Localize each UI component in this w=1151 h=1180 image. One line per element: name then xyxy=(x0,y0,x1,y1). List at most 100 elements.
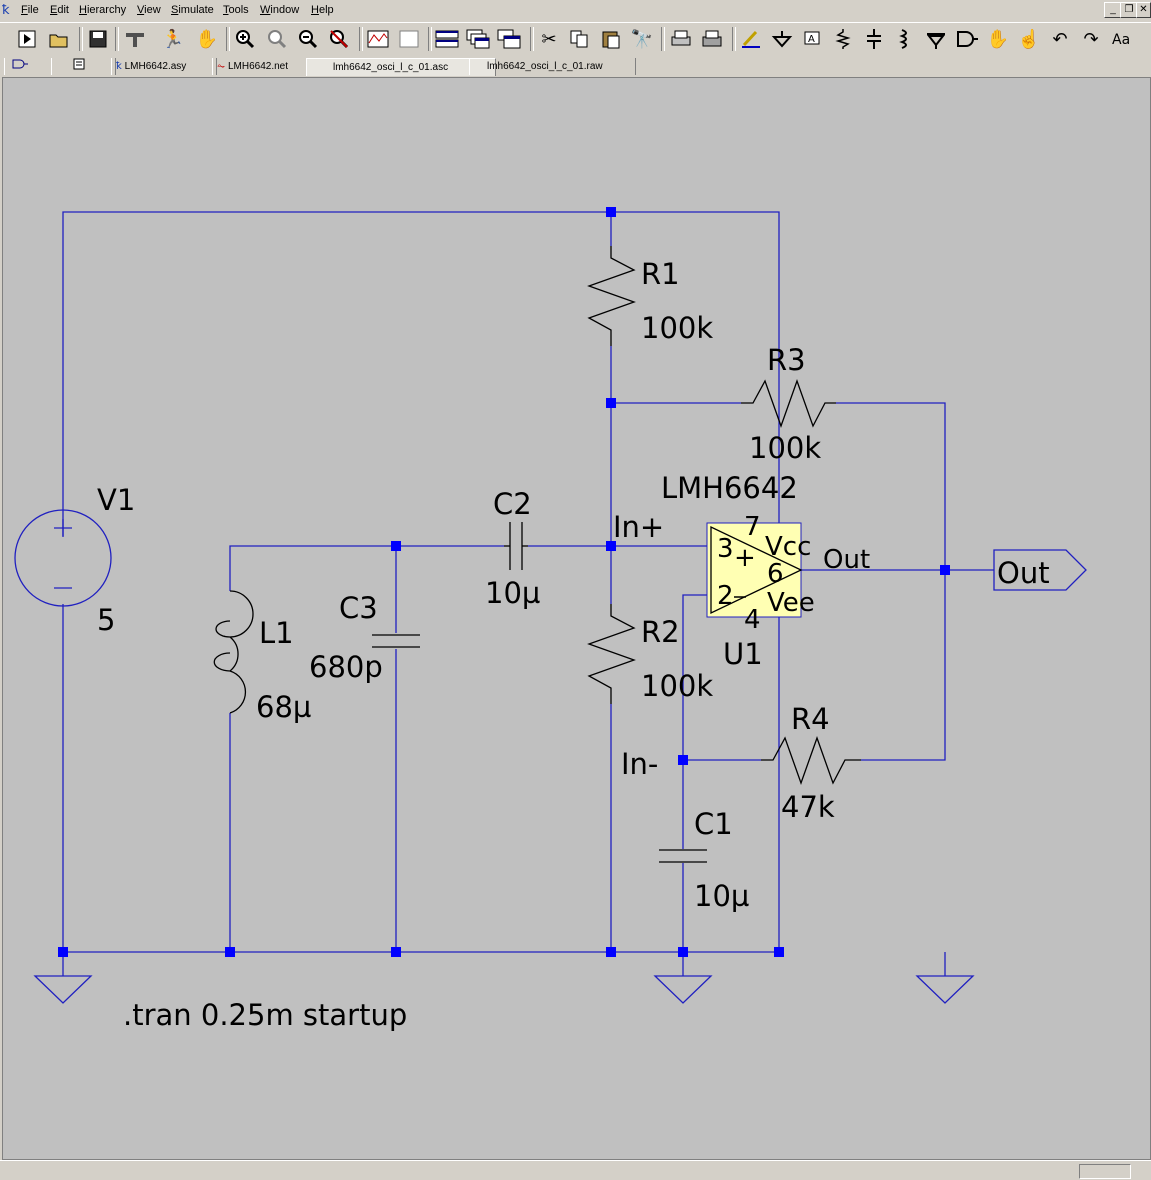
menu-view[interactable]: View xyxy=(137,4,161,16)
net-icon xyxy=(12,59,28,69)
tab-netlist[interactable]: ⏦ LMH6642.net xyxy=(212,58,314,75)
tab-raw[interactable]: lmh6642_osci_l_c_01.raw xyxy=(469,58,636,75)
menu-help[interactable]: Help xyxy=(311,4,334,16)
net-label-in-minus: In- xyxy=(621,747,658,781)
open-icon[interactable] xyxy=(46,26,72,52)
save-icon[interactable] xyxy=(85,26,111,52)
svg-text:Aa: Aa xyxy=(1112,32,1130,48)
zoom-fit-icon[interactable] xyxy=(326,26,352,52)
v1-name: V1 xyxy=(97,483,135,517)
pan-icon[interactable] xyxy=(264,26,290,52)
c2-name: C2 xyxy=(493,487,532,521)
status-bar xyxy=(0,1160,1151,1180)
ground-icon[interactable] xyxy=(769,26,795,52)
output-port-flag[interactable] xyxy=(993,549,1087,591)
menu-tools[interactable]: Tools xyxy=(223,4,249,16)
undo-icon[interactable]: ↶ xyxy=(1052,28,1068,49)
label-net-icon[interactable]: A xyxy=(799,26,825,52)
tab-schematic-active[interactable]: lmh6642_osci_l_c_01.asc xyxy=(306,58,496,76)
svg-text:A: A xyxy=(808,34,815,45)
menu-hierarchy[interactable]: Hierarchy xyxy=(79,4,127,16)
zoom-out-icon[interactable] xyxy=(295,26,321,52)
inductor-l1[interactable] xyxy=(213,590,254,714)
menu-file[interactable]: File xyxy=(21,4,39,16)
run-icon[interactable] xyxy=(14,26,40,52)
toolbar: 🏃 ✋ ✂ 🔭 A ✋ ☝ ↶ ↷ Aa xyxy=(0,22,1151,58)
r4-value: 47k xyxy=(781,790,835,824)
capacitor-c2[interactable] xyxy=(504,522,528,570)
print-icon[interactable] xyxy=(699,26,725,52)
c1-name: C1 xyxy=(694,807,733,841)
capacitor-icon[interactable] xyxy=(861,26,887,52)
find-icon[interactable]: 🔭 xyxy=(630,28,654,49)
text-icon[interactable]: Aa xyxy=(1110,26,1136,52)
draw-wire-icon[interactable] xyxy=(738,26,764,52)
tile-vertical-icon[interactable] xyxy=(434,26,460,52)
print-setup-icon[interactable] xyxy=(668,26,694,52)
spice-directive[interactable]: .tran 0.25m startup xyxy=(123,998,407,1032)
menu-simulate[interactable]: Simulate xyxy=(171,4,214,16)
drag-icon[interactable]: ☝ xyxy=(1017,28,1041,49)
r3-name: R3 xyxy=(767,343,806,377)
r1-value: 100k xyxy=(641,311,713,345)
schematic-canvas[interactable]: V1 5 R1 100k R3 100k LMH6642 C2 10µ In+ … xyxy=(2,77,1151,1160)
resistor-r1[interactable] xyxy=(587,246,636,346)
netlist-icon: ⏦ xyxy=(217,61,228,72)
run-halt-icon[interactable]: 🏃 xyxy=(161,28,185,49)
tab-symbol[interactable]: ꝁ LMH6642.asy xyxy=(111,58,217,75)
junctions xyxy=(58,207,950,957)
tab-document[interactable] xyxy=(51,58,116,75)
tab-net[interactable] xyxy=(4,58,52,75)
document-tabs: ꝁ LMH6642.asy ⏦ LMH6642.net lmh6642_osci… xyxy=(0,57,1151,76)
cut-icon[interactable]: ✂ xyxy=(541,28,557,49)
r3-value: 100k xyxy=(749,431,821,465)
paste-icon[interactable] xyxy=(598,26,624,52)
wire-top-rail xyxy=(62,211,780,536)
menu-window[interactable]: Window xyxy=(260,4,300,16)
c2-value: 10µ xyxy=(485,576,540,610)
document-icon xyxy=(73,58,85,70)
wire-c2-tank xyxy=(229,545,504,591)
resistor-icon[interactable] xyxy=(830,26,856,52)
v1-value: 5 xyxy=(97,603,115,637)
vee-label: Vee xyxy=(767,588,815,618)
autorange-icon[interactable] xyxy=(396,26,422,52)
opamp-u1[interactable] xyxy=(706,522,803,618)
r4-name: R4 xyxy=(791,702,830,736)
ground-2 xyxy=(653,975,713,1004)
ltspice-app-icon[interactable]: ꝁ xyxy=(2,2,10,17)
c3-value: 680p xyxy=(309,650,383,684)
move-icon[interactable]: ✋ xyxy=(986,28,1010,49)
menu-edit[interactable]: Edit xyxy=(50,4,69,16)
u1-part-name: LMH6642 xyxy=(661,471,798,505)
control-panel-icon[interactable] xyxy=(122,26,148,52)
resistor-r2[interactable] xyxy=(587,604,636,704)
diode-icon[interactable] xyxy=(923,26,949,52)
copy-icon[interactable] xyxy=(567,26,593,52)
resistor-r3[interactable] xyxy=(741,379,836,428)
inductor-icon[interactable] xyxy=(891,26,917,52)
l1-value: 68µ xyxy=(256,690,311,724)
pin-3-label: 3 xyxy=(717,534,734,564)
pin-6-label: 6 xyxy=(767,559,784,589)
zoom-in-icon[interactable] xyxy=(232,26,258,52)
voltage-source-v1[interactable] xyxy=(14,509,112,607)
component-icon[interactable] xyxy=(954,26,980,52)
pin-2-label: 2 xyxy=(717,581,734,611)
waveform-icon[interactable] xyxy=(365,26,391,52)
close-button[interactable]: ✕ xyxy=(1136,2,1151,18)
resistor-r4[interactable] xyxy=(761,736,861,785)
output-port-label: Out xyxy=(997,556,1050,590)
r1-name: R1 xyxy=(641,257,680,291)
hand-icon[interactable]: ✋ xyxy=(195,28,219,49)
c3-name: C3 xyxy=(339,591,378,625)
vcc-label: Vcc xyxy=(765,532,811,562)
capacitor-c3[interactable] xyxy=(372,634,420,648)
cascade-icon[interactable] xyxy=(465,26,491,52)
tile-horizontal-icon[interactable] xyxy=(496,26,522,52)
pin-7-label: 7 xyxy=(744,512,761,542)
plus-sign-label: + xyxy=(734,543,756,573)
capacitor-c1[interactable] xyxy=(659,849,707,863)
net-label-in-plus: In+ xyxy=(613,510,664,544)
redo-icon[interactable]: ↷ xyxy=(1083,28,1099,49)
